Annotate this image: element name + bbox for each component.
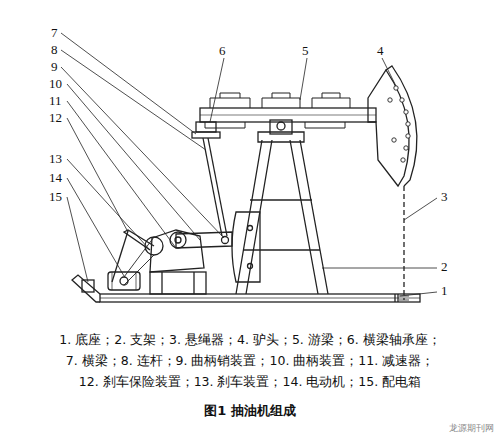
beam-plates [205,93,350,128]
callout-number: 6 [218,44,227,58]
callout-number: 2 [440,260,449,274]
support-leg [236,140,272,294]
base [100,294,420,302]
base-tail [72,275,100,302]
watermark: 龙源期刊网 [449,424,494,434]
gear-reducer [150,230,204,272]
equalizer-bearing [196,122,216,132]
gearbox-stand [150,272,206,294]
callout-number: 12 [48,111,63,125]
callout-number: 9 [50,60,59,74]
counterweight [232,212,260,282]
callout-number: 1 [440,284,449,298]
horse-head-rim [386,66,417,186]
brake-lever [124,230,154,250]
horse-head [368,70,409,186]
callout-number: 11 [48,94,63,108]
callout-number: 4 [376,44,385,58]
cross-beam [192,132,220,138]
machine [72,66,420,302]
callout-number: 5 [301,44,310,58]
walking-beam [200,108,376,122]
pitman [208,138,227,236]
callout-number: 7 [50,26,59,40]
belt [124,237,154,277]
pitman [203,138,222,236]
leader-lines [61,33,437,296]
crank-pin [222,237,229,244]
motor [108,272,140,290]
callout-number: 8 [50,43,59,57]
horse-head-holes [388,86,410,162]
callout-number: 15 [48,190,63,204]
part-list-line: 7. 横梁；8. 连杆；9. 曲柄销装置；10. 曲柄装置；11. 减速器； [66,354,434,368]
part-list-line: 12. 刹车保险装置；13. 刹车装置；14. 电动机；15. 配电箱 [79,375,421,389]
figure-caption: 图1 抽油机组成 [204,404,296,418]
callout-number: 3 [440,190,449,204]
part-list-line: 1. 底座；2. 支架；3. 悬绳器；4. 驴头；5. 游梁；6. 横梁轴承座； [59,333,440,347]
bridle [403,186,404,300]
callout-number: 13 [48,152,63,166]
callout-number: 14 [48,171,63,185]
support-leg [290,140,328,294]
belt [124,255,154,285]
callout-number: 10 [48,77,63,91]
